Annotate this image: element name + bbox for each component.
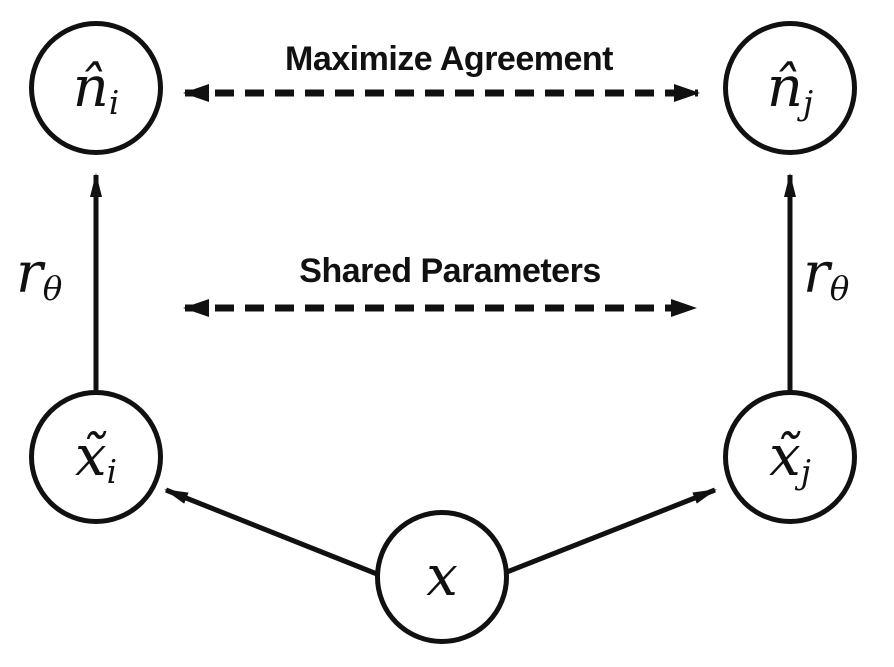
node-n-j-label: n̂j xyxy=(766,55,814,122)
node-x-j-label: x̃j xyxy=(769,424,811,491)
node-x: x xyxy=(375,510,509,644)
node-x-label: x xyxy=(426,544,458,609)
augment-arrow-right xyxy=(506,487,717,575)
node-n-i: n̂i xyxy=(29,21,163,155)
node-x-i: x̃i xyxy=(29,390,163,524)
encoder-label-right: rθ xyxy=(803,241,850,308)
node-x-j: x̃j xyxy=(723,390,857,524)
maximize-agreement-label: Maximize Agreement xyxy=(285,40,613,78)
shared-parameters-label: Shared Parameters xyxy=(299,252,601,290)
encoder-label-left: rθ xyxy=(16,241,63,308)
augment-arrow-left xyxy=(164,487,378,577)
node-n-j: n̂j xyxy=(723,21,857,155)
node-n-i-label: n̂i xyxy=(72,55,120,122)
node-x-i-label: x̃i xyxy=(75,424,117,491)
